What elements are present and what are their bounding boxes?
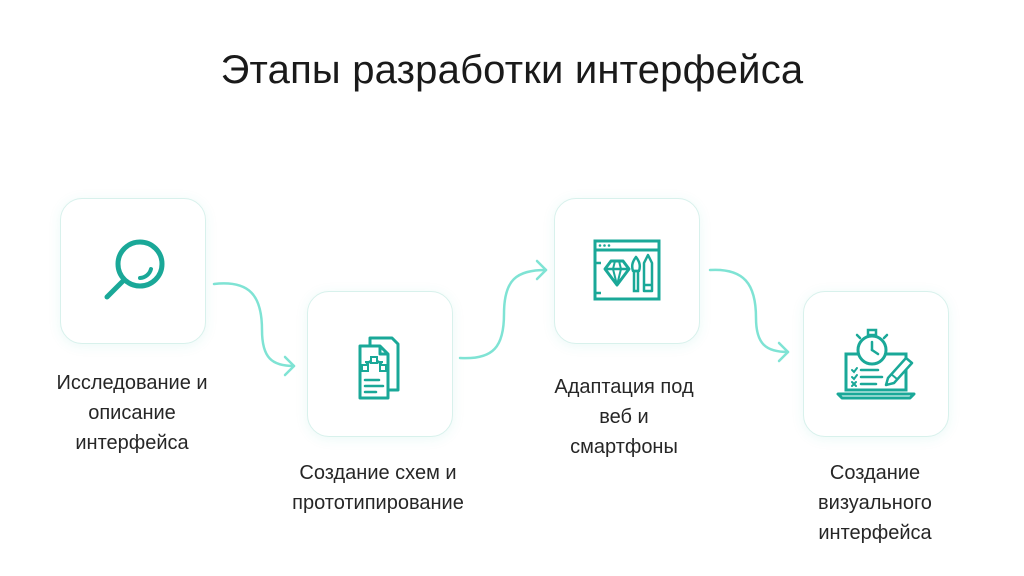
arrow-2-to-3 <box>458 268 548 360</box>
wireframe-document-icon <box>358 336 400 400</box>
step-4-label-line-1: Создание <box>829 462 921 484</box>
step-1-label-line-3: интерфейса <box>75 432 189 454</box>
step-2-label: Создание схем и прототипирование <box>258 458 498 518</box>
step-3-label-line-3: смартфоны <box>570 436 678 458</box>
arrow-3-to-4 <box>708 268 790 354</box>
step-4-label-line-2: визуального <box>818 492 932 514</box>
page-title: Этапы разработки интерфейса <box>220 48 804 92</box>
step-4-label-line-3: интерфейса <box>818 522 932 544</box>
arrow-2-to-3-head <box>535 259 548 281</box>
magnifier-icon <box>104 239 165 300</box>
step-3-label: Адаптация под веб и смартфоны <box>504 372 744 462</box>
arrow-1-to-2-head <box>283 355 296 377</box>
step-1-label-line-2: описание <box>88 402 176 424</box>
step-3-label-line-2: веб и <box>599 406 649 428</box>
step-3-label-line-1: Адаптация под <box>554 376 694 398</box>
arrow-1-to-2 <box>212 282 296 368</box>
step-1-label: Исследование и описание интерфейса <box>12 368 252 458</box>
step-2-card <box>307 291 453 437</box>
step-2-label-line-1: Создание схем и <box>299 462 457 484</box>
laptop-stopwatch-checklist-icon <box>836 328 916 400</box>
step-4-card <box>803 291 949 437</box>
step-4-label: Создание визуального интерфейса <box>755 458 995 548</box>
step-2-label-line-2: прототипирование <box>292 492 464 514</box>
step-1-label-line-1: Исследование и <box>56 372 208 394</box>
step-3-card <box>554 198 700 344</box>
arrow-3-to-4-head <box>777 341 790 363</box>
design-tools-window-icon <box>593 239 661 301</box>
step-1-card <box>60 198 206 344</box>
